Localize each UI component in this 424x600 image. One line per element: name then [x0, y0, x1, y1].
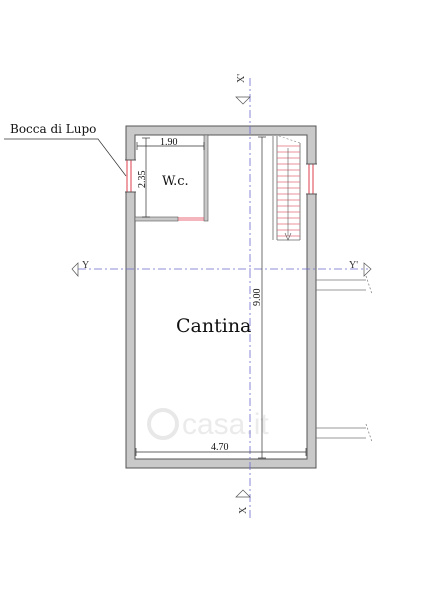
- window-opening-right: [306, 164, 317, 194]
- label-cantina: Cantina: [176, 315, 251, 337]
- dim-wc-width: 1.90: [160, 137, 178, 148]
- dim-wc-depth: 2.35: [137, 171, 148, 189]
- axis-label-y-left: Y: [82, 260, 89, 271]
- watermark: casa.it: [147, 408, 269, 441]
- axis-label-y-right: Y': [349, 260, 358, 271]
- wc-partition: [134, 134, 209, 222]
- label-bocca-di-lupo: Bocca di Lupo: [10, 122, 96, 136]
- label-wc: W.c.: [162, 174, 189, 189]
- section-axes: X' X Y Y': [71, 74, 372, 518]
- axis-label-x-top: X': [236, 74, 247, 83]
- watermark-text: casa.it: [182, 408, 269, 441]
- dim-length: 9.00: [252, 289, 263, 307]
- outer-walls: [125, 125, 317, 469]
- axis-label-x-bottom: X: [238, 506, 249, 514]
- dimension-lines: [4, 136, 307, 459]
- exterior-lines: [316, 275, 373, 443]
- dim-width: 4.70: [211, 442, 229, 453]
- staircase: [272, 135, 301, 241]
